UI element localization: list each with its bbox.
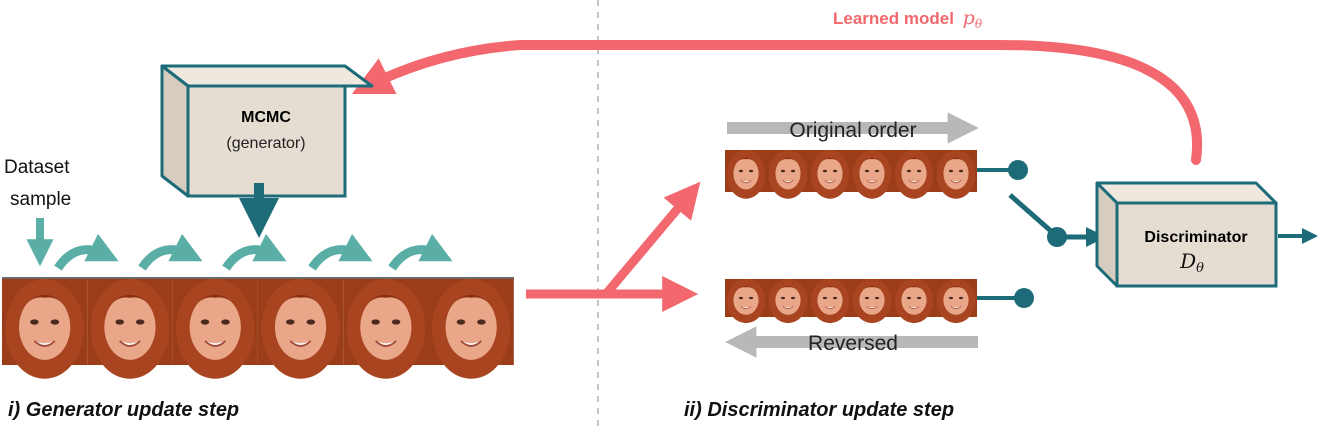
face-thumbnail-icon <box>808 149 852 200</box>
curved-arrow-icon <box>222 233 287 271</box>
input-switch <box>977 160 1106 308</box>
learned-model-label: Learned model pθ <box>833 7 983 31</box>
face-thumbnail-icon <box>171 278 259 380</box>
discriminator-box: Discriminator Dθ <box>1095 181 1278 288</box>
dataset-label-line2: sample <box>10 189 71 210</box>
face-thumbnail-icon <box>850 278 894 324</box>
face-thumbnail-icon <box>724 149 768 200</box>
face-thumbnail-icon <box>934 149 978 200</box>
face-thumbnail-icon <box>342 278 430 380</box>
face-thumbnail-icon <box>934 278 978 324</box>
generator-face-strip <box>1 277 515 380</box>
curved-arrow-icon <box>388 233 453 271</box>
face-thumbnail-icon <box>892 149 936 200</box>
face-thumbnail-icon <box>724 278 768 324</box>
face-thumbnail-icon <box>766 278 810 324</box>
face-thumbnail-icon <box>808 278 852 324</box>
branch-arrows <box>526 181 701 312</box>
face-thumbnail-icon <box>257 278 345 380</box>
reversed-label: Reversed <box>808 332 898 355</box>
face-thumbnail-icon <box>86 278 174 380</box>
curved-arrow-icon <box>308 233 373 271</box>
mcmc-step-arrows <box>54 233 453 271</box>
face-thumbnail-icon <box>427 278 515 380</box>
mcmc-box: MCMC (generator) <box>160 64 374 198</box>
face-thumbnail-icon <box>766 149 810 200</box>
generator-step-caption: i) Generator update step <box>8 399 239 421</box>
discriminator-title: Discriminator <box>1144 229 1247 246</box>
mcmc-title: MCMC <box>241 109 291 126</box>
original-order-label: Original order <box>789 119 916 142</box>
reversed-face-strip <box>724 278 978 324</box>
original-face-strip <box>724 149 978 200</box>
dataset-label-line1: Dataset <box>4 157 70 178</box>
face-thumbnail-icon <box>1 278 89 380</box>
mcmc-subtitle: (generator) <box>226 135 305 152</box>
curved-arrow-icon <box>138 233 203 271</box>
discriminator-symbol: Dθ <box>1179 249 1204 276</box>
learned-model-arrow <box>351 40 1202 165</box>
face-thumbnail-icon <box>892 278 936 324</box>
curved-arrow-icon <box>54 233 119 271</box>
discriminator-step-caption: ii) Discriminator update step <box>684 399 954 421</box>
face-thumbnail-icon <box>850 149 894 200</box>
